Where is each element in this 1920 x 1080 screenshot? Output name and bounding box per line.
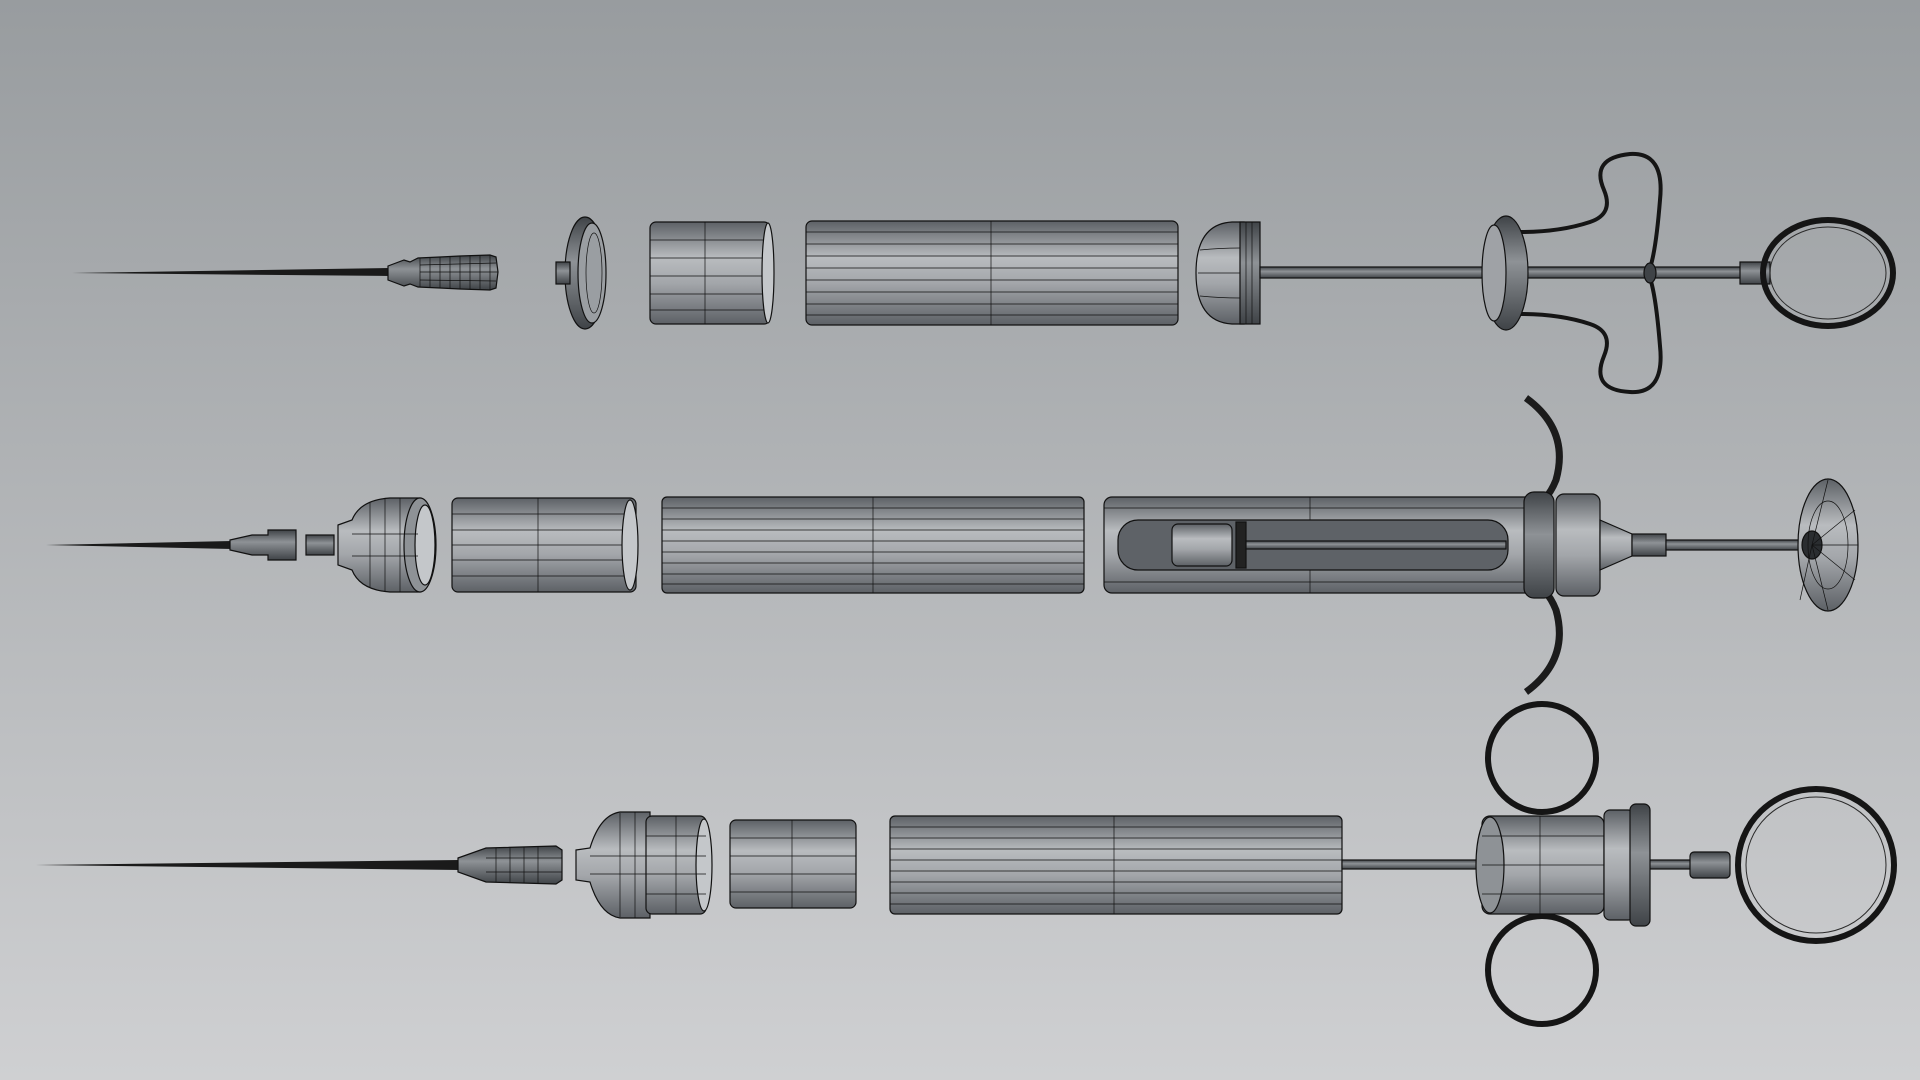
needle-hub [229, 529, 335, 561]
syringe-middle[interactable] [46, 395, 1859, 695]
needle [46, 541, 232, 549]
needle-hub [387, 254, 499, 291]
slotted-housing [1103, 496, 1535, 594]
plunger-rod [1665, 539, 1807, 551]
nozzle-cap [337, 497, 437, 593]
needle [72, 268, 390, 276]
nozzle-cap [575, 811, 713, 919]
barrel [661, 496, 1085, 594]
needle [36, 860, 460, 870]
thumb-ring [1689, 786, 1897, 944]
syringe-top[interactable] [72, 151, 1896, 395]
barrel [889, 815, 1343, 915]
thumb-disc [1797, 478, 1859, 612]
syringe-bottom[interactable] [36, 701, 1897, 1027]
nozzle-cap [555, 216, 607, 330]
thumb-ring [1739, 217, 1896, 329]
needle-hub [457, 845, 563, 885]
curved-flanges [1523, 395, 1667, 695]
finger-rings [1475, 701, 1651, 1027]
plunger-head [1195, 221, 1261, 325]
barrel [805, 220, 1179, 326]
short-sleeve [451, 497, 639, 593]
finger-grip [1481, 151, 1663, 395]
short-sleeve [729, 819, 857, 909]
short-sleeve [649, 221, 775, 325]
